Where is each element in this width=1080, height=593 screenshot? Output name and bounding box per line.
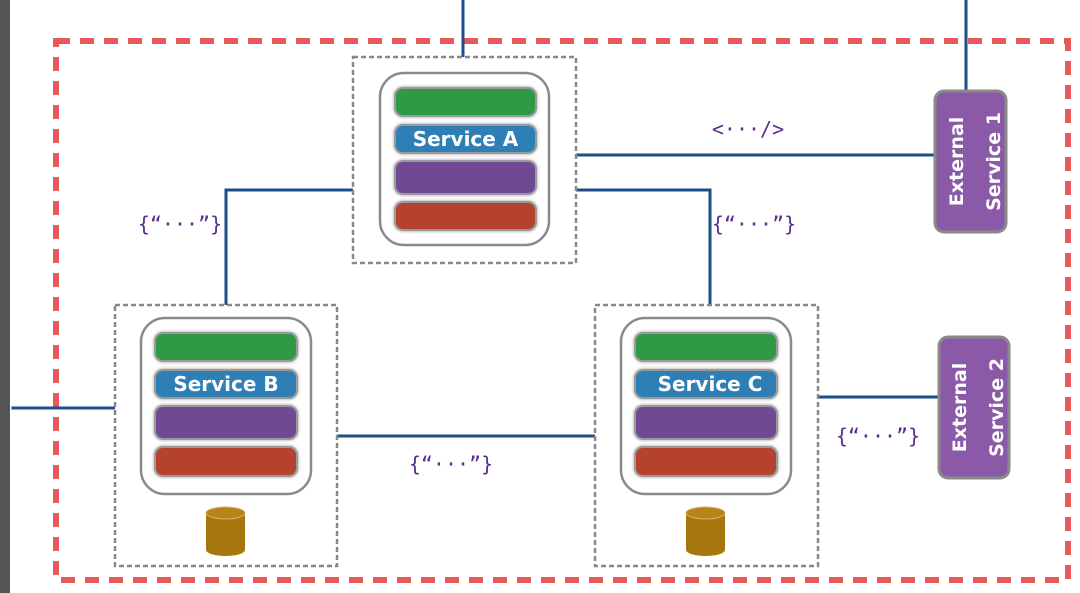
service-c-layer-4 xyxy=(634,446,778,477)
system-boundary xyxy=(53,38,1071,583)
external-service-2-label-line2: Service 2 xyxy=(986,358,1008,457)
payload-label-b-c: {“···”} xyxy=(409,452,493,476)
service-c-label: Service C xyxy=(658,372,763,396)
external-service-2-label-line1: External xyxy=(949,363,971,452)
external-service-2-box xyxy=(937,335,1011,480)
external-service-1[interactable]: External Service 1 xyxy=(933,89,1008,234)
service-c-layer-1 xyxy=(634,332,778,362)
external-service-1-label-line2: Service 1 xyxy=(983,112,1005,211)
service-b-label: Service B xyxy=(173,372,278,396)
service-b-layer-1 xyxy=(154,332,298,362)
service-b-layer-4 xyxy=(154,446,298,477)
payload-label-a-b: {“···”} xyxy=(138,212,222,236)
connectors xyxy=(11,0,968,438)
service-c-layer-2 xyxy=(634,369,778,399)
connector-a-to-b xyxy=(224,188,355,307)
external-service-1-box xyxy=(933,89,1008,234)
external-service-1-label-line1: External xyxy=(946,117,968,206)
service-b-layer-3 xyxy=(154,405,298,440)
service-a-label: Service A xyxy=(413,127,519,151)
service-a[interactable]: Service A xyxy=(351,55,578,265)
service-a-layer-2 xyxy=(394,124,537,154)
external-service-2[interactable]: External Service 2 xyxy=(937,335,1011,480)
service-b-database-icon xyxy=(205,506,246,556)
payload-label-a-c: {“···”} xyxy=(712,212,796,236)
connector-a-to-c xyxy=(574,188,712,307)
service-c[interactable]: Service C xyxy=(593,303,820,568)
service-a-layer-3 xyxy=(394,160,537,195)
payload-label-a-external-1: <···/> xyxy=(712,117,784,141)
window-edge-bar xyxy=(0,0,10,593)
service-c-database-icon xyxy=(685,506,726,556)
service-a-layer-1 xyxy=(394,87,537,117)
service-b[interactable]: Service B xyxy=(113,303,339,568)
service-b-layer-2 xyxy=(154,369,298,399)
payload-label-c-external-2: {“···”} xyxy=(836,424,920,448)
service-c-layer-3 xyxy=(634,405,778,440)
service-a-layer-4 xyxy=(394,201,537,231)
